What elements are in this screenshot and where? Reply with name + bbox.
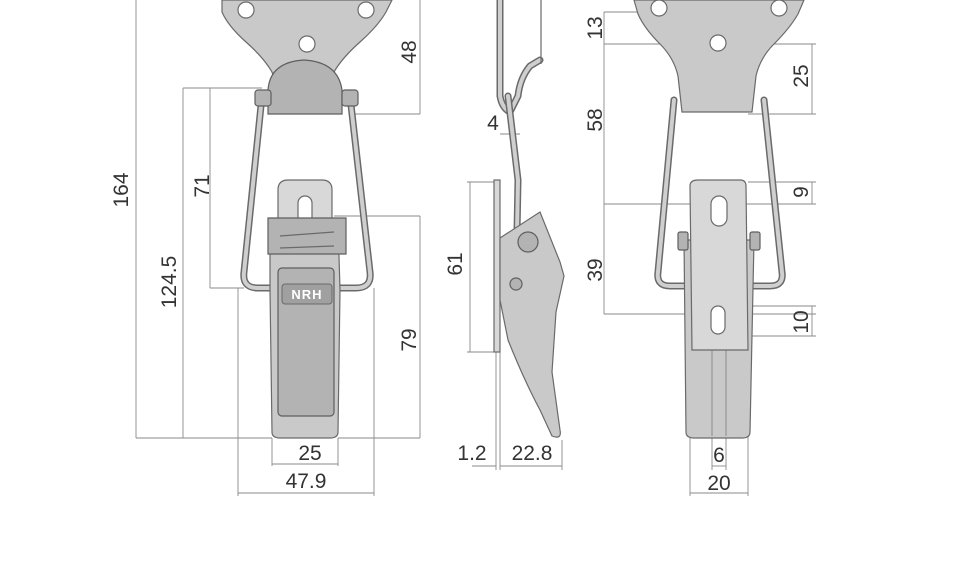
dim-keeper-plate-height: 25 bbox=[790, 64, 813, 87]
side-pin bbox=[509, 277, 523, 291]
dim-slot-width: 6 bbox=[713, 444, 725, 467]
dim-slot-to-hole: 10 bbox=[790, 310, 813, 333]
wire-hinge-right bbox=[341, 89, 359, 107]
dim-hook-height: 61 bbox=[444, 252, 467, 275]
keeper-view: 13 58 39 25 9 10 6 20 bbox=[584, 0, 816, 496]
front-lever-pivot bbox=[267, 217, 347, 255]
keeper-slot-lower bbox=[710, 305, 726, 335]
dim-hook-width: 25 bbox=[298, 442, 321, 465]
front-view: NRH 164 124.5 71 48 79 25 47.9 bbox=[110, 0, 421, 496]
dim-span: 58 bbox=[584, 108, 607, 131]
dim-base-thickness: 1.2 bbox=[457, 442, 486, 465]
side-base-plate bbox=[493, 179, 501, 353]
keeper-plate bbox=[689, 179, 749, 351]
dim-top-offset: 13 bbox=[584, 16, 607, 39]
dim-total-height: 164 bbox=[110, 172, 133, 207]
plate-hole-left bbox=[237, 1, 255, 19]
dim-keeper-length: 39 bbox=[584, 258, 607, 281]
plate-hole-right bbox=[357, 1, 375, 19]
brand-badge bbox=[281, 283, 333, 305]
keeper-wire-loop-inner bbox=[655, 98, 785, 288]
front-dimension-lines bbox=[135, 0, 421, 496]
keeper-slot-upper bbox=[710, 195, 728, 227]
brand-mark: NRH bbox=[291, 287, 322, 302]
dim-slot-offset: 9 bbox=[790, 186, 813, 198]
keeper-top-plate bbox=[633, 0, 805, 113]
front-lever-face bbox=[277, 267, 335, 417]
dim-plate-height: 48 bbox=[398, 40, 421, 63]
front-wire-loop-inner bbox=[241, 94, 373, 290]
keeper-hole-center bbox=[709, 34, 727, 52]
dim-overall-width: 47.9 bbox=[286, 470, 327, 493]
keeper-hole-left bbox=[650, 0, 668, 17]
plate-hole-center bbox=[298, 35, 316, 53]
side-dimension-lines bbox=[467, 133, 563, 470]
dim-wire-gap: 4 bbox=[487, 112, 499, 135]
side-pivot bbox=[517, 231, 539, 253]
keeper-pin-right bbox=[749, 231, 761, 251]
dim-keeper-width: 20 bbox=[707, 472, 730, 495]
keeper-pin-left bbox=[677, 231, 689, 251]
side-lever bbox=[499, 211, 565, 438]
keeper-hole-right bbox=[770, 0, 788, 17]
dim-body-height: 124.5 bbox=[158, 256, 181, 309]
dim-hook-length: 79 bbox=[398, 328, 421, 351]
wire-hinge-left bbox=[254, 89, 272, 107]
side-view: 61 4 1.2 22.8 bbox=[444, 0, 565, 470]
side-upper-wire-inner bbox=[498, 0, 542, 114]
dim-wire-height: 71 bbox=[191, 174, 214, 197]
dim-depth: 22.8 bbox=[512, 442, 553, 465]
front-hinge-barrel bbox=[267, 59, 343, 115]
